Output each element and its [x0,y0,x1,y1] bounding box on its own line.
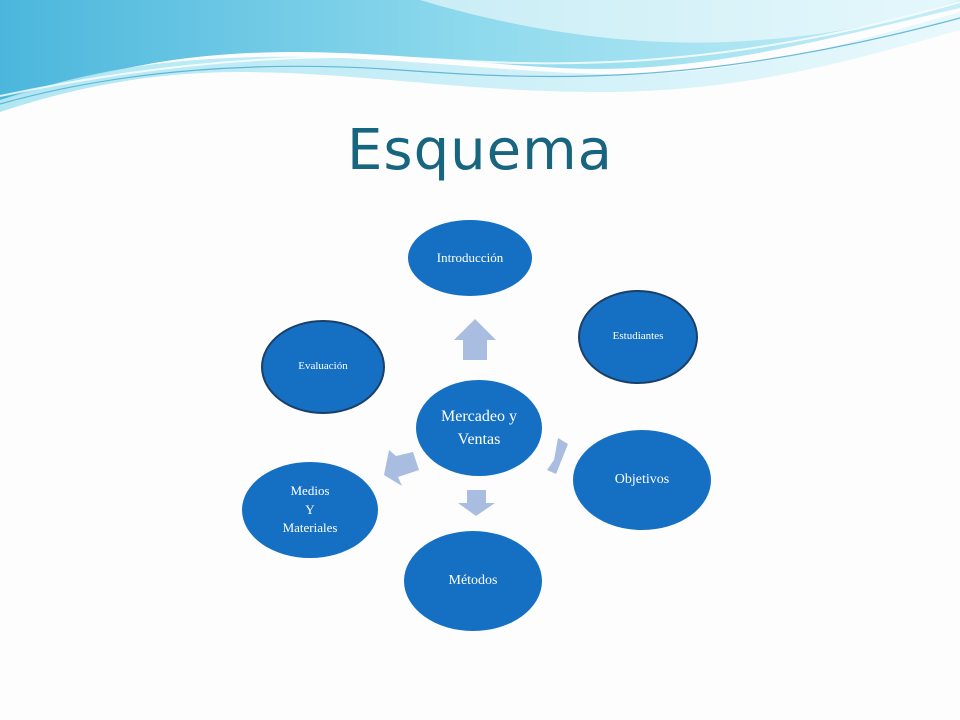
header-wave-decoration [0,0,960,112]
arrow-up-icon [454,319,496,360]
center-label-line2: Ventas [457,431,501,448]
arrow-right-icon [547,438,568,474]
node-introduccion: Introducción [408,220,532,296]
medios-label-line3: Materiales [282,520,338,536]
medios-label-line2: Y [305,501,315,517]
metodos-label: Métodos [448,572,498,588]
node-objetivos: Objetivos [573,430,711,530]
node-metodos: Métodos [404,531,542,631]
medios-label-line1: Medios [290,482,330,498]
node-estudiantes: Estudiantes [578,290,698,384]
estudiantes-label: Estudiantes [612,330,664,343]
objetivos-label: Objetivos [614,471,670,487]
introduccion-label: Introducción [436,249,504,265]
node-evaluacion: Evaluación [261,320,385,414]
arrow-left-icon [384,450,419,486]
node-medios: Medios Y Materiales [242,462,378,558]
evaluacion-label: Evaluación [298,360,348,373]
slide-title: Esquema [347,118,613,183]
center-label-line1: Mercadeo y [441,407,517,425]
arrow-down-icon [458,490,495,516]
node-center: Mercadeo y Ventas [416,380,542,476]
